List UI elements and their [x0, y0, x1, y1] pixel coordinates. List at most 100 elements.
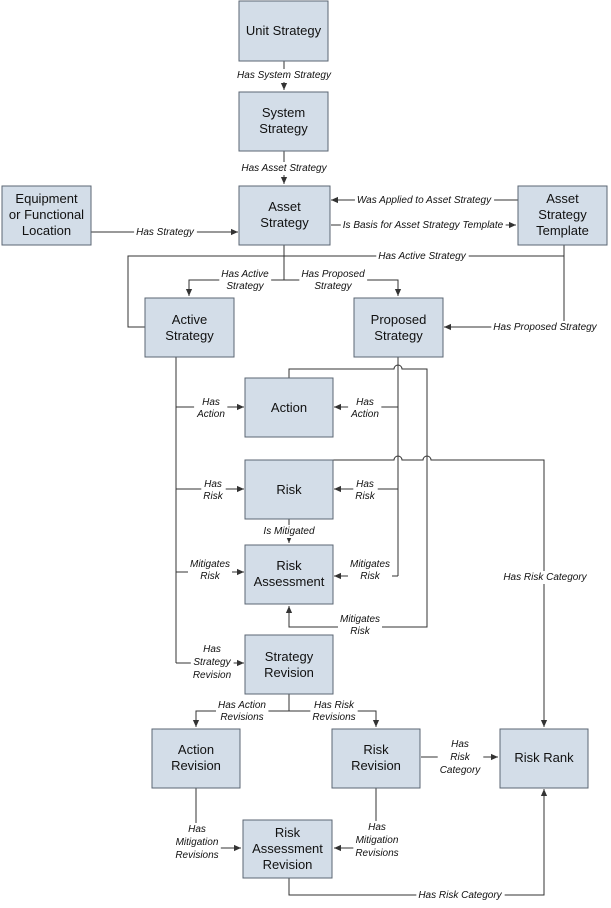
- svg-text:Proposed: Proposed: [371, 312, 427, 327]
- node-asset-strategy-template[interactable]: Asset Strategy Template: [517, 185, 608, 246]
- svg-text:Was Applied to Asset Strategy: Was Applied to Asset Strategy: [357, 195, 492, 206]
- svg-text:Revision: Revision: [193, 670, 232, 681]
- svg-text:Revisions: Revisions: [220, 712, 263, 723]
- node-equipment-location[interactable]: Equipment or Functional Location: [1, 185, 92, 246]
- node-risk[interactable]: Risk: [244, 459, 334, 520]
- label-has-mitigation-revisions-left: Has Mitigation Revisions: [173, 823, 221, 862]
- svg-text:Risk: Risk: [200, 571, 220, 582]
- edge-mitigates-risk-bottom: [285, 364, 428, 628]
- label-has-risk-left: Has Risk: [201, 478, 226, 503]
- svg-text:Has Risk: Has Risk: [314, 700, 355, 711]
- svg-text:Has Risk Category: Has Risk Category: [418, 890, 502, 901]
- label-has-strategy-revision: Has Strategy Revision: [190, 643, 234, 682]
- svg-text:Strategy: Strategy: [538, 207, 587, 222]
- label-has-active-strategy: Has Active Strategy: [219, 268, 272, 293]
- svg-text:Asset: Asset: [268, 199, 301, 214]
- node-action[interactable]: Action: [244, 377, 334, 438]
- svg-text:Has Asset Strategy: Has Asset Strategy: [241, 163, 327, 174]
- label-has-active-strategy-top: Has Active Strategy: [376, 250, 469, 263]
- label-has-strategy: Has Strategy: [134, 226, 197, 239]
- label-has-risk-revisions: Has Risk Revisions: [310, 699, 358, 724]
- label-was-applied: Was Applied to Asset Strategy: [354, 194, 495, 207]
- label-has-risk-category-bottom: Has Risk Category: [416, 889, 505, 902]
- svg-text:Risk: Risk: [203, 491, 223, 502]
- svg-text:Has: Has: [203, 644, 221, 655]
- node-risk-assessment[interactable]: Risk Assessment: [244, 544, 334, 605]
- svg-text:Asset: Asset: [546, 191, 579, 206]
- label-has-action-revisions: Has Action Revisions: [216, 699, 269, 724]
- svg-text:Strategy: Strategy: [374, 328, 423, 343]
- svg-text:Risk: Risk: [363, 742, 389, 757]
- svg-text:Revision: Revision: [263, 857, 313, 872]
- node-risk-assessment-revision[interactable]: Risk Assessment Revision: [242, 819, 333, 879]
- svg-text:Strategy: Strategy: [259, 121, 308, 136]
- svg-text:Revision: Revision: [351, 758, 401, 773]
- node-action-revision[interactable]: Action Revision: [151, 728, 241, 789]
- svg-text:Unit Strategy: Unit Strategy: [246, 23, 322, 38]
- label-mitigates-risk-right: Mitigates Risk: [347, 558, 393, 583]
- svg-text:Has Proposed Strategy: Has Proposed Strategy: [493, 322, 597, 333]
- svg-text:Template: Template: [536, 223, 589, 238]
- node-active-strategy[interactable]: Active Strategy: [144, 297, 235, 358]
- svg-text:Has System Strategy: Has System Strategy: [237, 70, 332, 81]
- svg-text:Risk: Risk: [360, 571, 380, 582]
- svg-text:Action: Action: [350, 409, 379, 420]
- svg-text:Revision: Revision: [171, 758, 221, 773]
- svg-text:Has: Has: [356, 479, 374, 490]
- node-asset-strategy[interactable]: Asset Strategy: [238, 185, 331, 246]
- svg-text:System: System: [262, 105, 305, 120]
- node-unit-strategy[interactable]: Unit Strategy: [238, 0, 329, 62]
- svg-text:Category: Category: [440, 765, 482, 776]
- svg-text:Is Basis for Asset Strategy Te: Is Basis for Asset Strategy Template: [343, 220, 504, 231]
- label-mitigates-risk-bottom: Mitigates Risk: [337, 613, 383, 638]
- svg-text:Has Proposed: Has Proposed: [301, 269, 365, 280]
- svg-text:Mitigates: Mitigates: [340, 614, 380, 625]
- label-has-mitigation-revisions-right: Has Mitigation Revisions: [353, 821, 401, 860]
- label-has-proposed-strategy-right: Has Proposed Strategy: [491, 321, 600, 334]
- node-risk-rank[interactable]: Risk Rank: [499, 728, 589, 789]
- label-has-risk-right: Has Risk: [353, 478, 378, 503]
- svg-text:Mitigation: Mitigation: [176, 837, 219, 848]
- svg-text:Assessment: Assessment: [254, 574, 325, 589]
- node-risk-revision[interactable]: Risk Revision: [331, 728, 421, 789]
- svg-text:Risk: Risk: [350, 626, 370, 637]
- svg-text:Risk: Risk: [275, 825, 301, 840]
- label-mitigates-risk-left: Mitigates Risk: [187, 558, 233, 583]
- svg-text:Mitigates: Mitigates: [190, 559, 230, 570]
- svg-text:Has Active: Has Active: [221, 269, 269, 280]
- label-is-basis: Is Basis for Asset Strategy Template: [340, 219, 506, 232]
- node-strategy-revision[interactable]: Strategy Revision: [244, 634, 334, 695]
- label-has-action-right: Has Action: [348, 396, 382, 421]
- label-is-mitigated: Is Mitigated: [261, 525, 318, 538]
- svg-text:Has: Has: [204, 479, 222, 490]
- svg-text:Location: Location: [22, 223, 71, 238]
- svg-text:Assessment: Assessment: [252, 841, 323, 856]
- svg-text:Strategy: Strategy: [314, 281, 352, 292]
- svg-text:Has: Has: [202, 397, 220, 408]
- svg-text:Action: Action: [196, 409, 225, 420]
- edge-has-risk-category-right: [289, 455, 548, 727]
- svg-text:Has Action: Has Action: [218, 700, 266, 711]
- svg-text:Risk: Risk: [276, 558, 302, 573]
- node-proposed-strategy[interactable]: Proposed Strategy: [353, 297, 444, 358]
- label-has-asset-strategy: Has Asset Strategy: [239, 162, 330, 175]
- svg-text:Has Risk Category: Has Risk Category: [503, 572, 587, 583]
- node-system-strategy[interactable]: System Strategy: [238, 91, 329, 152]
- svg-text:Has: Has: [451, 739, 469, 750]
- svg-text:Strategy: Strategy: [265, 649, 314, 664]
- svg-text:Mitigation: Mitigation: [356, 835, 399, 846]
- svg-text:Revision: Revision: [264, 665, 314, 680]
- svg-text:Has: Has: [368, 822, 386, 833]
- svg-text:Equipment: Equipment: [15, 191, 78, 206]
- svg-text:Strategy: Strategy: [260, 215, 309, 230]
- label-has-risk-category-right: Has Risk Category: [501, 571, 590, 584]
- svg-text:or Functional: or Functional: [9, 207, 84, 222]
- label-has-action-left: Has Action: [194, 396, 228, 421]
- svg-text:Strategy: Strategy: [226, 281, 264, 292]
- svg-text:Risk Rank: Risk Rank: [514, 750, 574, 765]
- svg-text:Risk: Risk: [355, 491, 375, 502]
- svg-text:Has Strategy: Has Strategy: [136, 227, 195, 238]
- label-has-proposed-strategy: Has Proposed Strategy: [299, 268, 368, 293]
- svg-text:Revisions: Revisions: [312, 712, 355, 723]
- svg-text:Action: Action: [178, 742, 214, 757]
